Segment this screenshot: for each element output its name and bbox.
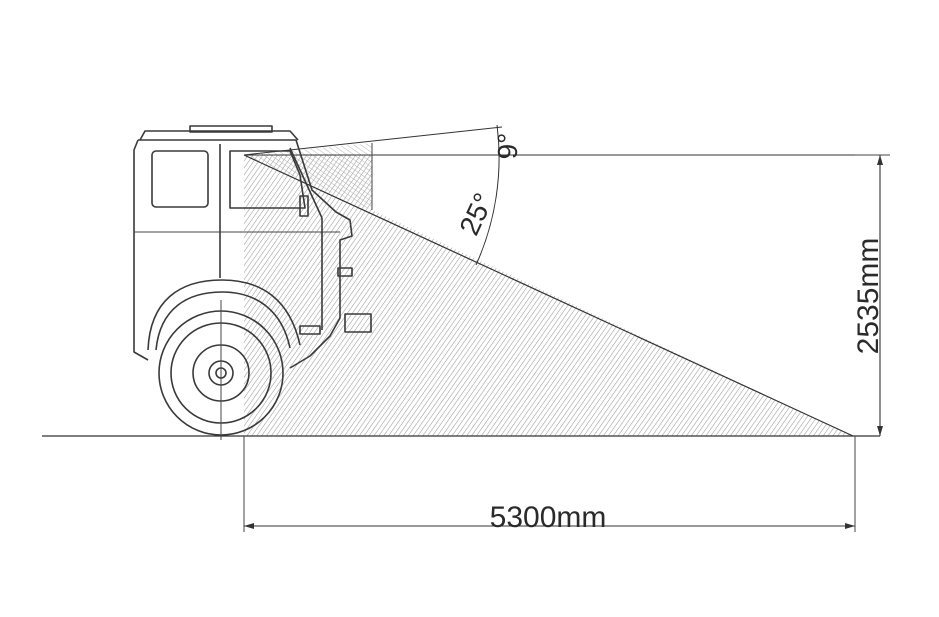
angle-9-label: 9° bbox=[492, 133, 523, 160]
dim-h-arrow-left bbox=[244, 523, 254, 529]
dimension-horizontal-label: 5300mm bbox=[490, 501, 607, 534]
dim-h-arrow-right bbox=[845, 523, 855, 529]
angle-arc bbox=[475, 124, 500, 266]
angle-25-label: 25° bbox=[453, 188, 499, 239]
dim-v-arrow-top bbox=[877, 155, 883, 165]
dimension-vertical-label: 2535mm bbox=[852, 238, 885, 355]
truck-cab bbox=[133, 125, 372, 369]
front-wheel bbox=[158, 300, 284, 440]
dim-v-arrow-bottom bbox=[877, 426, 883, 436]
sight-line-down bbox=[243, 154, 854, 437]
